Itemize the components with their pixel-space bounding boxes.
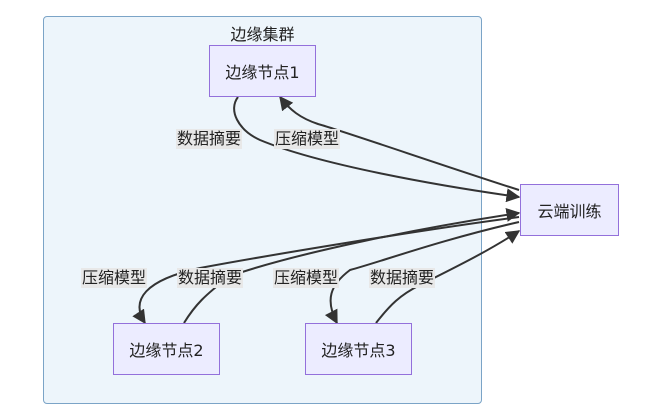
node-cloud-training: 云端训练 xyxy=(520,184,619,236)
node-edge-1: 边缘节点1 xyxy=(209,45,316,97)
edge-label-node2-data-summary: 数据摘要 xyxy=(177,268,244,288)
edge-node2-to-cloud xyxy=(183,207,521,324)
edge-label-node3-data-summary: 数据摘要 xyxy=(369,268,436,288)
edge-cloud-to-node3 xyxy=(324,221,520,325)
edge-label-node1-data-summary: 数据摘要 xyxy=(176,129,243,149)
node-edge-2: 边缘节点2 xyxy=(113,323,220,375)
edge-cloud-to-node2 xyxy=(132,216,520,325)
edge-node1-to-cloud xyxy=(233,96,521,203)
node-edge-3: 边缘节点3 xyxy=(305,323,412,375)
edge-label-node2-compressed-model: 压缩模型 xyxy=(81,268,148,288)
edge-label-node3-compressed-model: 压缩模型 xyxy=(273,268,340,288)
edge-label-node1-compressed-model: 压缩模型 xyxy=(274,129,341,149)
cluster-title: 边缘集群 xyxy=(230,25,295,44)
